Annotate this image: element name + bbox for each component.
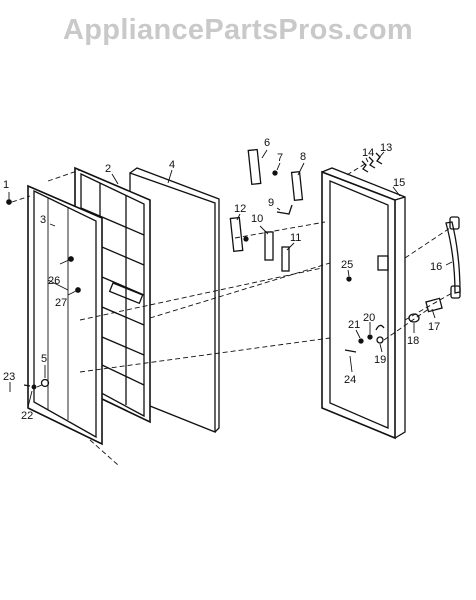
callout-9: 9 <box>268 197 274 209</box>
callout-26: 26 <box>48 275 60 287</box>
callout-22: 22 <box>21 410 33 422</box>
callout-11: 11 <box>290 232 301 244</box>
callout-10: 10 <box>251 213 263 225</box>
leader-lines <box>8 149 453 408</box>
callout-13: 13 <box>380 142 392 154</box>
outer-door-panel-part <box>321 167 406 440</box>
callout-19: 19 <box>374 354 386 366</box>
alignment-lines <box>11 163 453 466</box>
callout-21: 21 <box>348 319 360 331</box>
callout-12: 12 <box>234 203 246 215</box>
callout-2: 2 <box>105 163 111 175</box>
site-watermark: AppliancePartsPros.com <box>63 14 413 46</box>
callout-6: 6 <box>264 137 270 149</box>
callout-18: 18 <box>407 335 419 347</box>
door-handle-part <box>445 216 461 299</box>
callout-4: 4 <box>169 159 175 171</box>
callout-16: 16 <box>430 261 442 273</box>
callout-1: 1 <box>3 179 9 191</box>
hinge-hardware-parts <box>229 148 304 272</box>
callout-23: 23 <box>3 371 15 383</box>
callout-27: 27 <box>55 297 67 309</box>
callout-3: 3 <box>40 214 46 226</box>
fastener-parts <box>6 199 81 390</box>
callout-8: 8 <box>300 151 306 163</box>
callout-labels: 1 2 3 4 5 6 7 8 9 10 11 12 13 14 15 16 1… <box>3 137 442 422</box>
callout-25: 25 <box>341 259 353 271</box>
callout-20: 20 <box>363 312 375 324</box>
callout-14: 14 <box>362 147 374 159</box>
latch-hardware-parts <box>344 276 443 353</box>
callout-24: 24 <box>344 374 356 386</box>
callout-5: 5 <box>41 353 47 365</box>
callout-17: 17 <box>428 321 440 333</box>
callout-15: 15 <box>393 177 405 189</box>
callout-7: 7 <box>277 152 283 164</box>
